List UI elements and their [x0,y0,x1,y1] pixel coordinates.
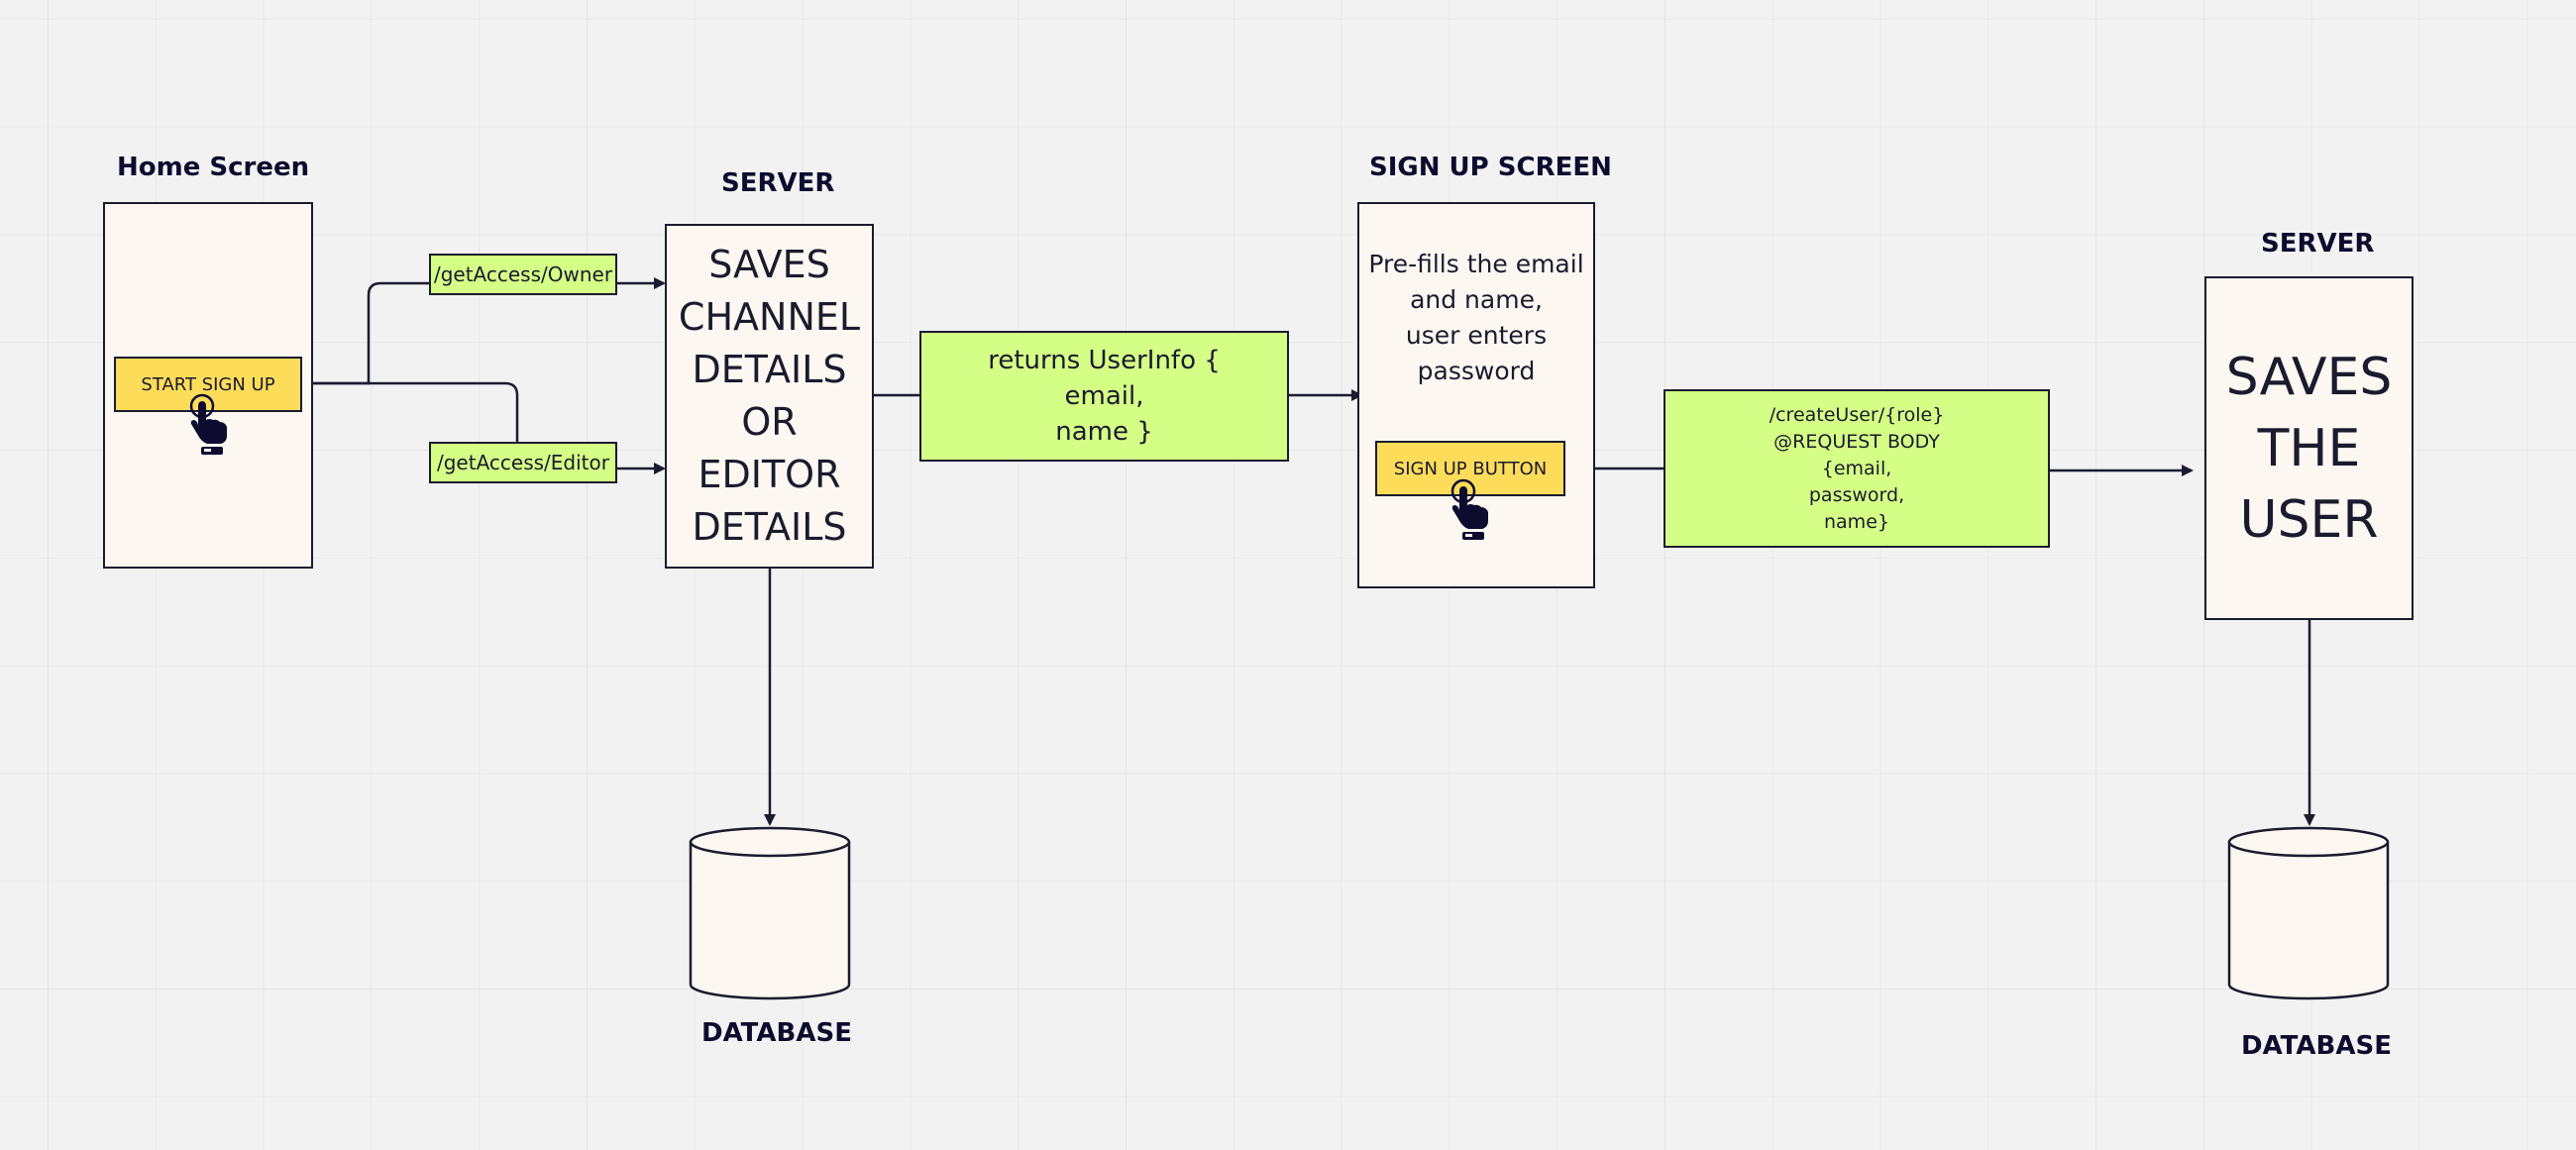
signup-screen-label: SIGN UP SCREEN [1369,153,1612,182]
database-2-label: DATABASE [2241,1031,2392,1061]
database-cylinder-icon [2227,826,2390,1000]
signup-button[interactable]: SIGN UP BUTTON [1375,441,1565,496]
returns-userinfo-box: returns UserInfo { email, name } [919,331,1289,462]
server-1-label: SERVER [721,168,835,198]
home-screen-label: Home Screen [117,153,310,182]
server-2-box: SAVES THE USER [2204,276,2414,620]
database-cylinder-icon [689,826,851,1000]
route-get-access-editor: /getAccess/Editor [429,442,617,483]
route-get-access-owner: /getAccess/Owner [429,254,617,295]
start-signup-button[interactable]: START SIGN UP [114,357,302,412]
hand-pointer-icon [1450,478,1488,540]
connector-start-to-editor [302,381,519,442]
database-1-label: DATABASE [701,1018,852,1048]
connector-start-to-owner [302,281,429,385]
server-2-label: SERVER [2261,229,2375,259]
server-1-box: SAVES CHANNEL DETAILS OR EDITOR DETAILS [665,224,874,569]
create-user-request-box: /createUser/{role} @REQUEST BODY {email,… [1664,389,2050,548]
signup-description: Pre-fills the email and name, user enter… [1368,250,1584,385]
hand-pointer-icon [189,393,227,455]
